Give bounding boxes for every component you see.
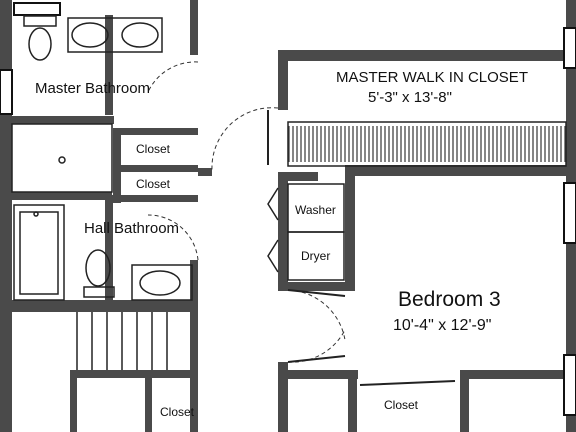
dryer-label: Dryer: [301, 249, 330, 263]
hall-toilet-bowl-icon: [85, 249, 111, 287]
wall-bath-right: [105, 15, 113, 115]
wall-closet-left: [113, 128, 121, 203]
closet-stair-label: Closet: [160, 405, 195, 419]
shower: [11, 123, 113, 193]
window-right-1: [563, 27, 576, 69]
laundry: [267, 183, 345, 281]
bifold-door-bottom-icon: [267, 239, 279, 273]
wall-closet-stub: [185, 128, 198, 135]
wall-stair-left: [70, 370, 77, 432]
wall-laundry-left: [278, 172, 288, 282]
wall-h-3: [12, 300, 198, 312]
wall-hall-right-top: [190, 0, 198, 55]
wall-bed-left: [278, 362, 288, 432]
wall-h-4: [70, 370, 198, 378]
door-closet-arc: [211, 107, 279, 171]
windows: [0, 2, 576, 416]
hall-toilet-tank: [83, 286, 115, 298]
window-right-2: [563, 182, 576, 244]
sink-right-icon: [121, 22, 159, 48]
wall-closet-c: [113, 195, 198, 202]
closet-rod-shelf: [287, 121, 567, 167]
shower-drain-icon: [58, 156, 66, 164]
door-leaves: [267, 110, 456, 386]
wall-bath-right-lower: [105, 195, 113, 300]
wall-left-outer: [0, 0, 12, 432]
bathtub: [13, 204, 65, 301]
toilet-tank: [23, 15, 57, 27]
wall-bed-closet-l: [348, 378, 357, 432]
wall-bed-bottom: [278, 370, 358, 379]
wall-hall-right-low: [190, 260, 198, 432]
wall-hall-right-mid: [198, 168, 212, 176]
tub-drain-icon: [33, 211, 39, 217]
hall-bath-fixtures: [13, 204, 193, 301]
wall-closet-a: [113, 128, 198, 135]
double-vanity: [67, 17, 163, 53]
wall-closet-top: [278, 50, 576, 61]
closet-upper-label: Closet: [136, 142, 171, 156]
wall-closet-bottom: [345, 165, 576, 176]
hall-vanity: [131, 264, 193, 301]
wall-laundry-bottom: [278, 282, 355, 291]
window-left: [0, 69, 13, 115]
master-closet-dims: 5'-3" x 13'-8": [368, 89, 452, 106]
bathtub-inner: [19, 211, 59, 295]
wall-h-2: [12, 192, 112, 200]
wall-stair-closet-l: [145, 378, 152, 432]
door-master-bath-arc: [147, 61, 199, 93]
master-closet-title: MASTER WALK IN CLOSET: [336, 69, 528, 86]
window-top-left: [13, 2, 61, 16]
wall-h-1: [12, 116, 114, 124]
closet-lower-label: Closet: [136, 177, 171, 191]
washer-label: Washer: [295, 203, 336, 217]
wall-bed-closet-r: [460, 378, 469, 432]
stairs: [76, 312, 168, 370]
window-right-3: [563, 354, 576, 416]
wall-bed-bottom-r: [460, 370, 576, 379]
sink-left-icon: [71, 22, 109, 48]
wall-laundry-right: [345, 170, 355, 282]
hall-bathroom-label: Hall Bathroom: [84, 220, 179, 237]
bedroom3-dims: 10'-4" x 12'-9": [393, 317, 491, 334]
door-bedroom-arc: [287, 289, 346, 341]
master-bathroom-label: Master Bathroom: [35, 80, 150, 97]
hall-sink-icon: [139, 270, 181, 296]
wall-laundry-top: [278, 172, 318, 181]
wall-closet-b: [113, 165, 198, 172]
master-bath-fixtures: [11, 15, 163, 193]
door-hall-bath-arc: [147, 214, 199, 261]
toilet-bowl-icon: [28, 27, 52, 61]
dryer-box: [287, 231, 345, 281]
bedroom3-title: Bedroom 3: [398, 288, 501, 311]
wall-closet-left-v: [278, 50, 288, 110]
bifold-door-top-icon: [267, 187, 279, 221]
closet-bedroom-label: Closet: [384, 398, 419, 412]
